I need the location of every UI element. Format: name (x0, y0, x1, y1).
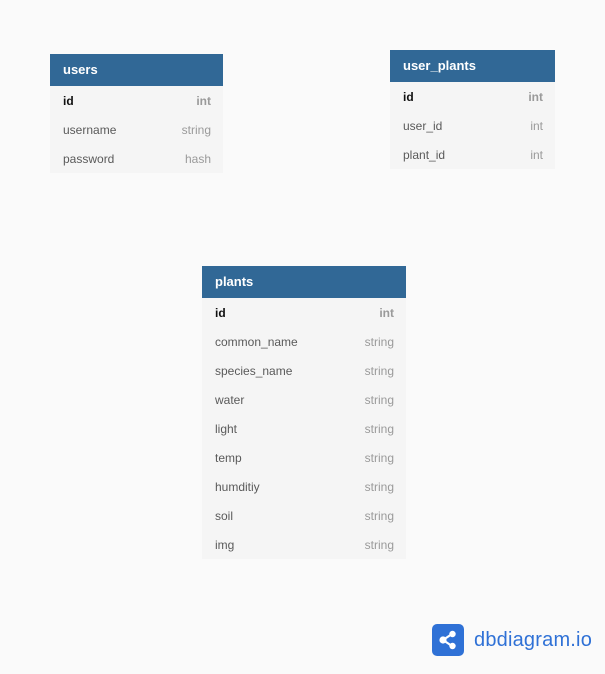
field-name: img (215, 537, 235, 552)
field-row-temp[interactable]: temp string (202, 443, 406, 472)
field-row-species-name[interactable]: species_name string (202, 356, 406, 385)
field-name: species_name (215, 363, 293, 378)
field-name: light (215, 421, 238, 436)
field-type: string (364, 363, 394, 378)
table-plants[interactable]: plants id int common_name string species… (202, 266, 406, 559)
field-row-plant-id[interactable]: plant_id int (390, 140, 555, 169)
field-type: int (530, 118, 543, 133)
field-name: humditiy (215, 479, 260, 494)
brand-logo[interactable]: dbdiagram.io (432, 624, 592, 656)
field-name: username (63, 122, 117, 137)
field-row-password[interactable]: password hash (50, 144, 223, 173)
field-type: string (364, 334, 394, 349)
field-name: id (63, 93, 74, 108)
field-row-common-name[interactable]: common_name string (202, 327, 406, 356)
share-nodes-icon (432, 624, 464, 656)
field-row-humditiy[interactable]: humditiy string (202, 472, 406, 501)
field-row-id[interactable]: id int (50, 86, 223, 115)
field-name: plant_id (403, 147, 446, 162)
field-name: password (63, 151, 115, 166)
field-name: water (215, 392, 245, 407)
field-name: common_name (215, 334, 298, 349)
table-users[interactable]: users id int username string password ha… (50, 54, 223, 173)
field-type: string (364, 479, 394, 494)
field-type: string (364, 508, 394, 523)
field-row-username[interactable]: username string (50, 115, 223, 144)
field-type: int (379, 305, 394, 320)
field-type: string (364, 392, 394, 407)
field-row-id[interactable]: id int (390, 82, 555, 111)
field-type: int (530, 147, 543, 162)
field-type: int (196, 93, 211, 108)
field-type: string (181, 122, 211, 137)
field-row-light[interactable]: light string (202, 414, 406, 443)
field-name: soil (215, 508, 234, 523)
table-header-user-plants[interactable]: user_plants (390, 50, 555, 82)
field-type: string (364, 421, 394, 436)
brand-text: dbdiagram.io (474, 628, 593, 651)
field-row-img[interactable]: img string (202, 530, 406, 559)
field-name: user_id (403, 118, 443, 133)
field-type: string (364, 450, 394, 465)
field-type: int (528, 89, 543, 104)
field-row-id[interactable]: id int (202, 298, 406, 327)
field-name: id (215, 305, 226, 320)
field-name: temp (215, 450, 242, 465)
table-user-plants[interactable]: user_plants id int user_id int plant_id … (390, 50, 555, 169)
field-row-user-id[interactable]: user_id int (390, 111, 555, 140)
field-type: string (364, 537, 394, 552)
field-row-soil[interactable]: soil string (202, 501, 406, 530)
field-type: hash (184, 151, 211, 166)
field-row-water[interactable]: water string (202, 385, 406, 414)
table-header-plants[interactable]: plants (202, 266, 406, 298)
field-name: id (403, 89, 414, 104)
table-header-users[interactable]: users (50, 54, 223, 86)
